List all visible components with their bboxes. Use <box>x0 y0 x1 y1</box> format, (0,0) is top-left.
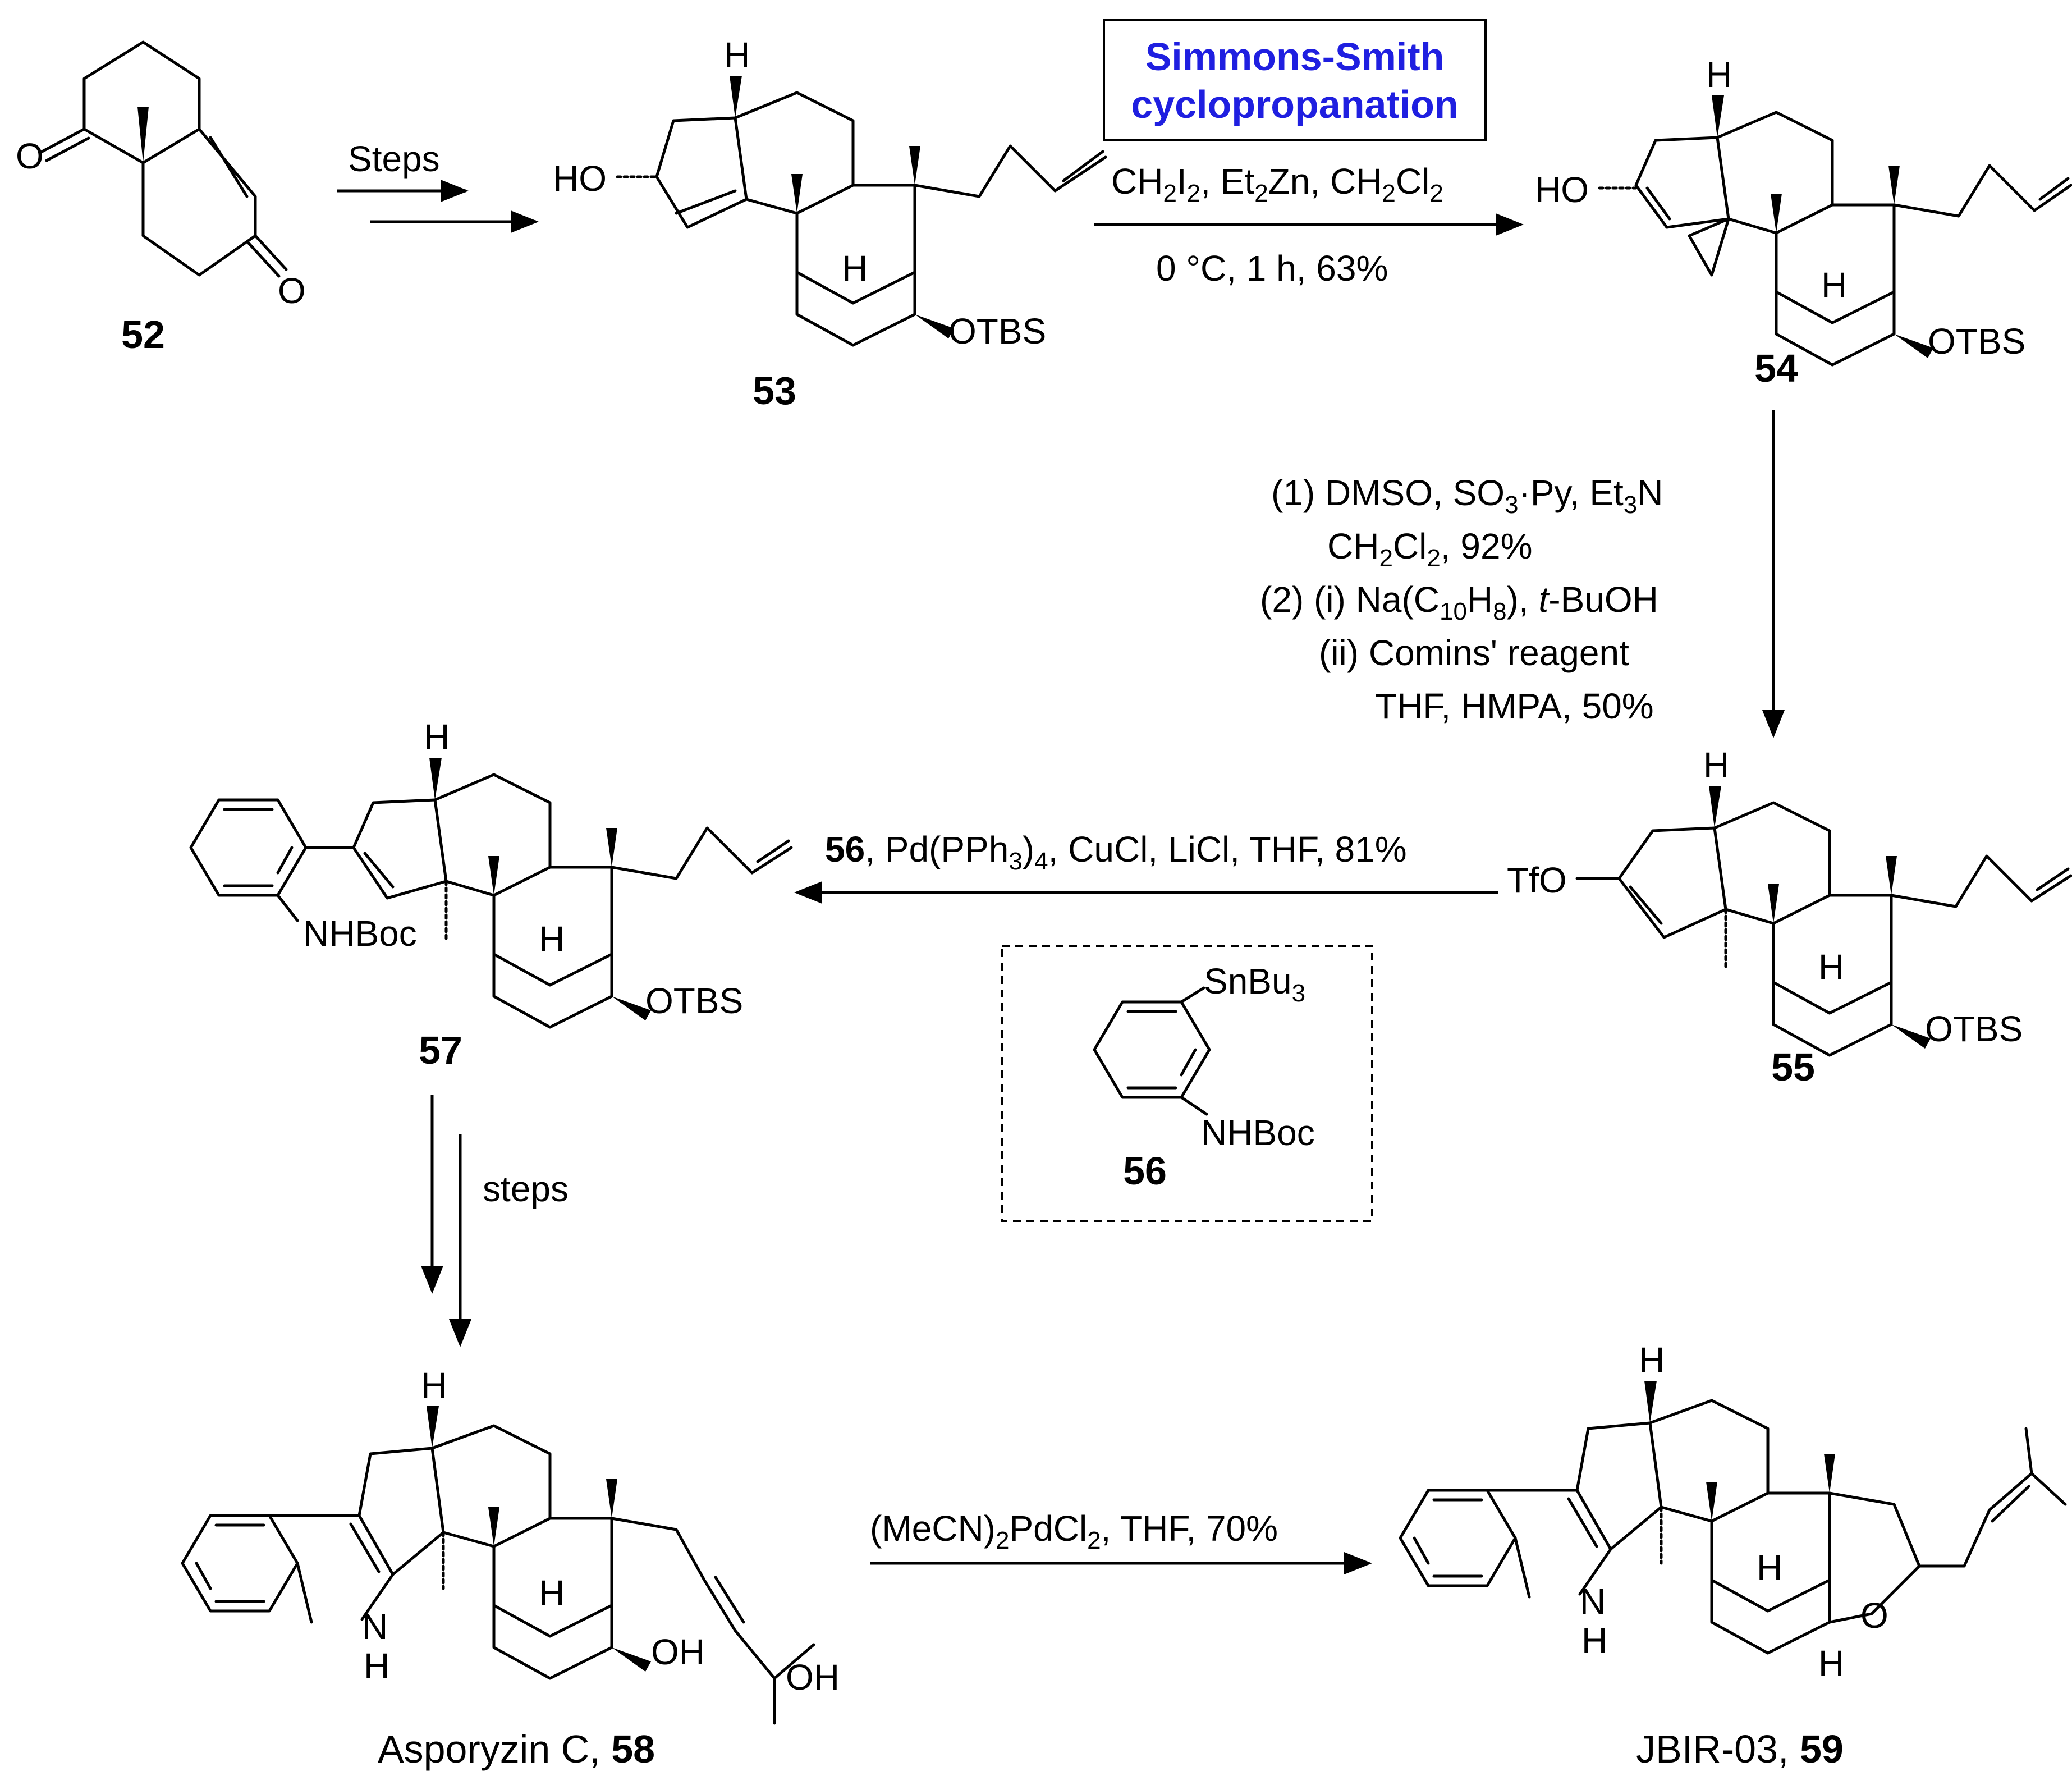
atom-h: H <box>1706 54 1732 95</box>
compound-label: 52 <box>121 313 165 356</box>
atom-ho: HO <box>553 158 607 199</box>
step-text: steps <box>483 1169 569 1209</box>
compound-label: 56 <box>1123 1149 1167 1193</box>
conditions-line: (1) DMSO, SO3·Py, Et3N <box>1271 473 1663 519</box>
compound-55: TfO H H OTBS 55 <box>1507 745 2072 1089</box>
atom-tfo: TfO <box>1507 860 1567 900</box>
reaction-arrow-2: Simmons-Smith cyclopropanation CH2I2, Et… <box>1094 19 1524 289</box>
atom-nhboc: NHBoc <box>303 913 417 954</box>
compound-label: 53 <box>753 369 796 413</box>
conditions-text: 0 °C, 1 h, 63% <box>1156 248 1388 289</box>
atom-o: O <box>16 136 44 176</box>
atom-h: H <box>1818 1643 1844 1683</box>
atom-h: H <box>421 1365 447 1406</box>
compound-label: 55 <box>1771 1045 1815 1089</box>
atom-h: H <box>1818 947 1844 987</box>
reagent-text: (MeCN)2PdCl2, THF, 70% <box>870 1508 1278 1554</box>
atom-h: H <box>724 35 750 75</box>
compound-name: Asporyzin C, 58 <box>378 1727 655 1771</box>
atom-nhboc: NHBoc <box>1201 1113 1315 1153</box>
step-text: Steps <box>348 139 440 179</box>
atom-otbs: OTBS <box>645 981 743 1021</box>
conditions-line: (2) (i) Na(C10H8), t-BuOH <box>1260 579 1658 625</box>
atom-oh: OH <box>651 1632 705 1672</box>
reaction-arrow-5: steps <box>421 1095 569 1347</box>
atom-o: O <box>278 271 306 311</box>
atom-oh: OH <box>786 1657 840 1697</box>
reaction-arrow-3: (1) DMSO, SO3·Py, Et3N CH2Cl2, 92% (2) (… <box>1260 410 1785 738</box>
atom-h: H <box>1757 1548 1782 1588</box>
atom-h: H <box>1821 265 1847 305</box>
compound-52: O O 52 <box>16 40 306 356</box>
atom-n: N <box>1580 1581 1606 1622</box>
compound-label: 54 <box>1754 346 1798 390</box>
conditions-line: CH2Cl2, 92% <box>1327 526 1533 572</box>
atom-otbs: OTBS <box>1925 1009 2023 1049</box>
reaction-arrow-4: 56, Pd(PPh3)4, CuCl, LiCl, THF, 81% <box>794 829 1498 1222</box>
atom-h: H <box>1639 1340 1665 1380</box>
atom-otbs: OTBS <box>948 311 1046 351</box>
compound-57: NHBoc H H OTBS 57 <box>189 717 793 1072</box>
atom-h: H <box>539 1573 565 1613</box>
compound-59: H N H H O H JBIR-03, 59 <box>1399 1340 2067 1771</box>
atom-otbs: OTBS <box>1928 321 2025 361</box>
atom-h: H <box>1581 1621 1607 1661</box>
compound-54: HO H H OTBS 54 <box>1535 54 2072 390</box>
atom-ho: HO <box>1535 170 1589 210</box>
atom-h: H <box>424 717 450 757</box>
conditions-line: THF, HMPA, 50% <box>1375 686 1654 726</box>
method-name: Simmons-Smith <box>1145 35 1445 79</box>
conditions-line: (ii) Comins' reagent <box>1319 633 1629 673</box>
atom-o: O <box>1860 1595 1888 1636</box>
atom-h: H <box>1703 745 1729 785</box>
method-name: cyclopropanation <box>1131 83 1458 126</box>
compound-58: H N H H OH OH Asporyzin C, 58 <box>181 1365 840 1771</box>
reagent-box <box>1001 945 1373 1222</box>
atom-n: N <box>362 1606 388 1647</box>
method-box <box>1103 19 1487 141</box>
compound-56: SnBu3 NHBoc 56 <box>1093 961 1315 1193</box>
reagent-text: CH2I2, Et2Zn, CH2Cl2 <box>1111 161 1443 207</box>
reagent-text: 56, Pd(PPh3)4, CuCl, LiCl, THF, 81% <box>825 829 1407 875</box>
reaction-arrow-6: (MeCN)2PdCl2, THF, 70% <box>870 1508 1372 1574</box>
atom-h: H <box>539 919 565 959</box>
atom-h: H <box>842 248 868 289</box>
compound-53: HO H H OTBS 53 <box>553 35 1107 413</box>
atom-h: H <box>364 1646 389 1686</box>
compound-name: JBIR-03, 59 <box>1636 1727 1844 1771</box>
reaction-arrow-1: Steps <box>337 139 539 233</box>
atom-snbu: SnBu3 <box>1204 961 1305 1007</box>
compound-label: 57 <box>419 1028 462 1072</box>
